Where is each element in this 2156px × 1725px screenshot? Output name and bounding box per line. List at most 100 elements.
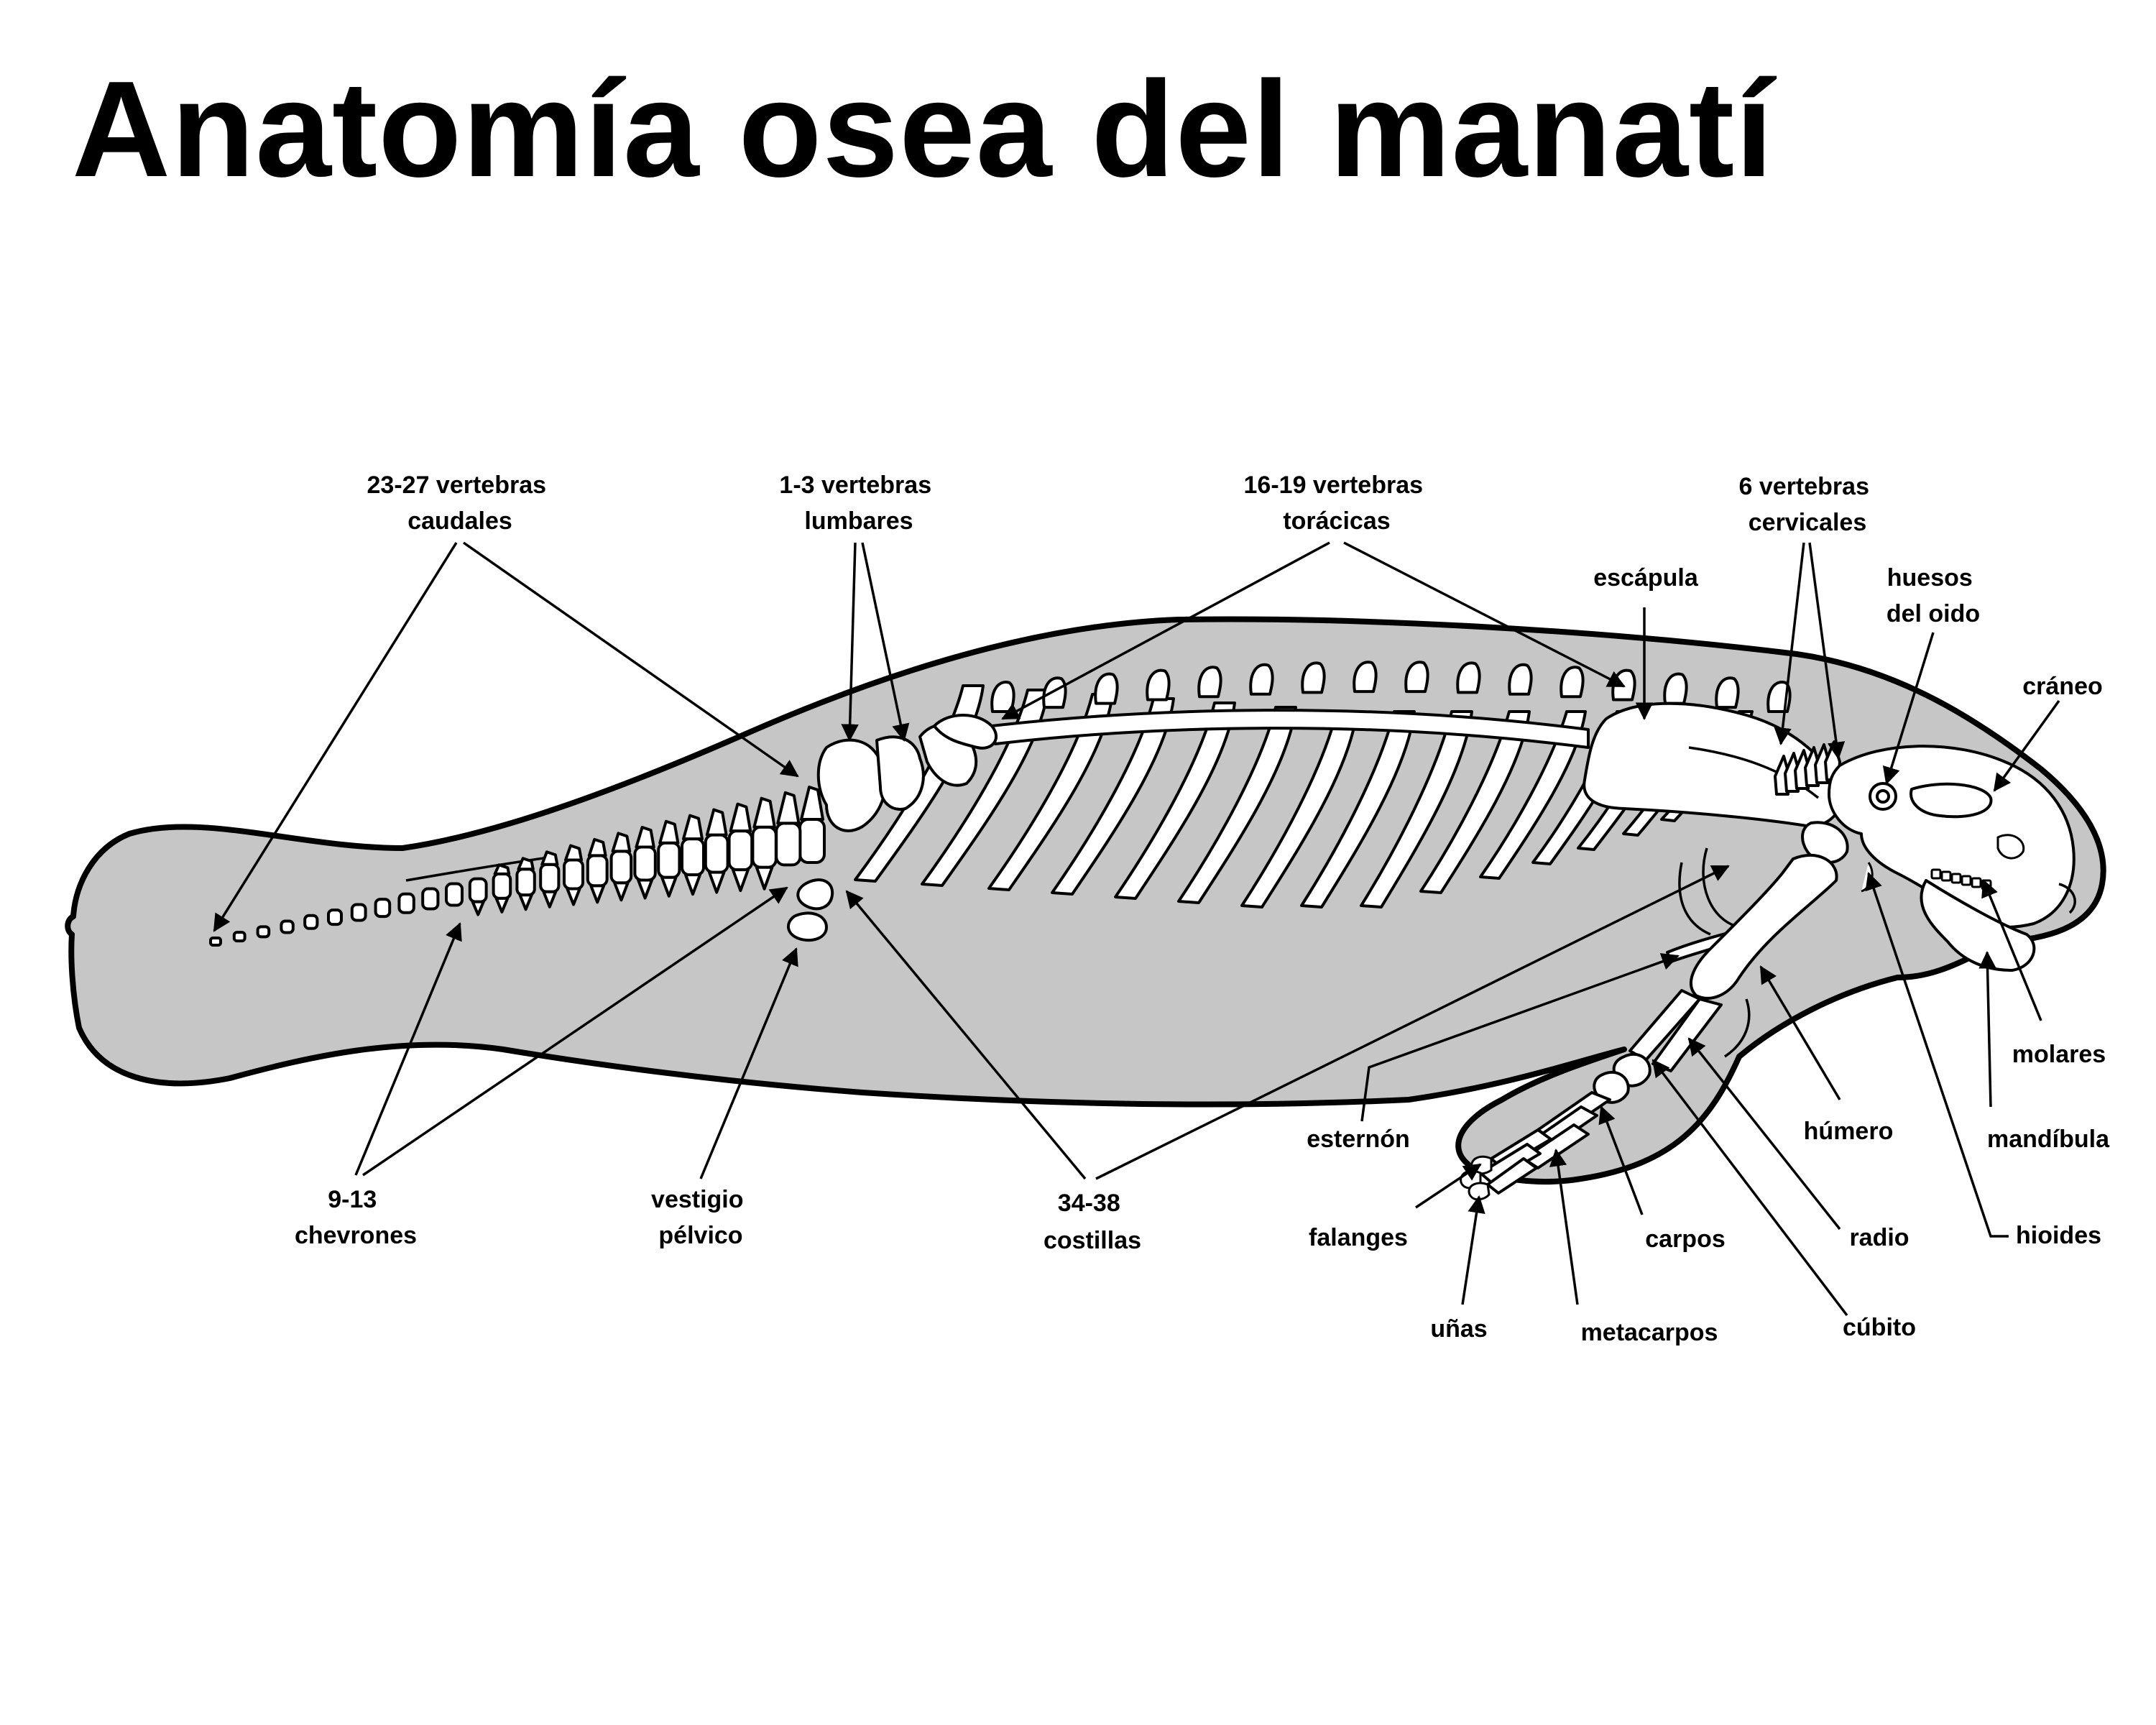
label-metacarpals: metacarpos [1581,1319,1718,1346]
lumbar-vertebrae [816,714,998,832]
chevron-bone [660,875,678,898]
neural-spine [1042,676,1067,709]
label-lumbar-vertebrae: 1-3 vertebras lumbares [779,472,938,535]
caudal-vertebra [609,850,633,885]
neural-spine [1197,666,1222,699]
caudal-vertebra [256,925,271,939]
label-pelvic-vestige: vestigio pélvico [651,1186,750,1249]
rib [1300,710,1416,908]
caudal-vertebra [303,914,319,930]
caudal-vertebra [421,887,440,911]
chevron-bone [637,878,654,900]
caudal-vertebra [539,862,561,893]
caudal-spine [493,863,511,875]
molar [1940,870,1952,882]
neural-spine [1715,676,1740,709]
rib [1240,710,1358,908]
caudal-spine [587,837,607,857]
chevron-bone [707,870,726,894]
labels: 23-27 vertebras caudales 1-3 vertebras l… [295,472,2110,1346]
label-hyoid: hioides [2016,1222,2101,1249]
caudal-spine [752,796,776,829]
caudal-spine [517,857,535,871]
label-thoracic-vertebrae: 16-19 vertebras torácicas [1244,472,1430,535]
molar [1930,868,1942,880]
leader-lines [213,541,2060,1317]
thoracic-vertebral-bodies [990,709,1590,749]
caudal-spine [800,786,824,821]
thoracic-neural-spines [990,661,1792,713]
neural-spine [1146,668,1171,702]
neural-spine [1560,666,1585,699]
label-cervical-vertebrae: 6 vertebras cervicales [1739,473,1876,536]
caudal-spine [705,808,728,837]
neural-spine [1456,661,1481,694]
label-sternum: esternón [1307,1126,1410,1153]
label-carpals: carpos [1645,1225,1726,1253]
label-chevrons: 9-13 chevrones [295,1186,417,1249]
caudal-vertebra [727,829,754,872]
rib [1419,710,1531,894]
label-molars: molares [2012,1041,2106,1068]
pelvic-vestige [787,878,834,942]
label-humerus: húmero [1804,1118,1894,1145]
caudal-spine [776,791,801,825]
caudal-spine [540,850,559,866]
chevron-bone [542,890,558,908]
rib [1177,706,1297,904]
chevron-bone [755,865,774,891]
caudal-vertebra [232,931,247,943]
molar [1971,877,1982,888]
caudal-vertebra [704,833,729,874]
caudal-vertebra [492,872,512,900]
molar [1961,875,1972,886]
label-mandible: mandíbula [1987,1126,2110,1153]
caudal-vertebra [657,841,681,879]
caudal-spine [635,825,655,849]
rib [1360,710,1473,908]
neural-spine [1404,661,1429,694]
vertebral-column [209,709,1590,947]
chevron-bone [566,887,581,906]
neural-spine [1249,663,1274,696]
caudal-vertebra [586,854,609,888]
caudal-vertebra [209,937,222,947]
rib [1051,697,1175,896]
label-scapula: escápula [1593,564,1699,592]
label-ribs: 34-38 costillas [1044,1190,1141,1254]
caudal-spine [658,819,680,845]
neural-spine [990,681,1015,713]
rib [987,693,1114,891]
chevron-bone [589,884,606,904]
caudal-vertebra [445,882,464,907]
neural-spine [1094,672,1119,705]
neural-spine [1508,663,1533,696]
caudal-spine [564,844,583,862]
caudal-vertebra [515,868,536,897]
caudal-vertebra [468,877,488,903]
label-skull: cráneo [2022,673,2103,700]
caudal-vertebra [775,822,802,867]
label-ear-bones: huesos del oido [1886,564,1980,627]
caudal-vertebra [563,858,584,891]
caudal-vertebra [397,892,415,914]
chevron-bone [518,893,533,911]
caudal-spine [611,832,632,853]
chevron-bone [684,873,701,896]
chevron-bone [471,900,485,916]
neural-spine [1301,661,1326,694]
caudal-spine [682,814,704,841]
label-ulna: cúbito [1843,1314,1916,1341]
neural-spine [1353,661,1378,694]
neural-spine [1663,672,1688,705]
caudal-vertebra [280,919,295,934]
label-nails: uñas [1430,1315,1487,1343]
caudal-vertebra [374,898,392,919]
caudal-vertebra [633,845,657,882]
rib [1114,702,1236,900]
chevron-bone [494,896,510,914]
rib [1479,710,1587,880]
label-phalanges: falanges [1309,1224,1408,1251]
chevron-bone [731,868,750,893]
